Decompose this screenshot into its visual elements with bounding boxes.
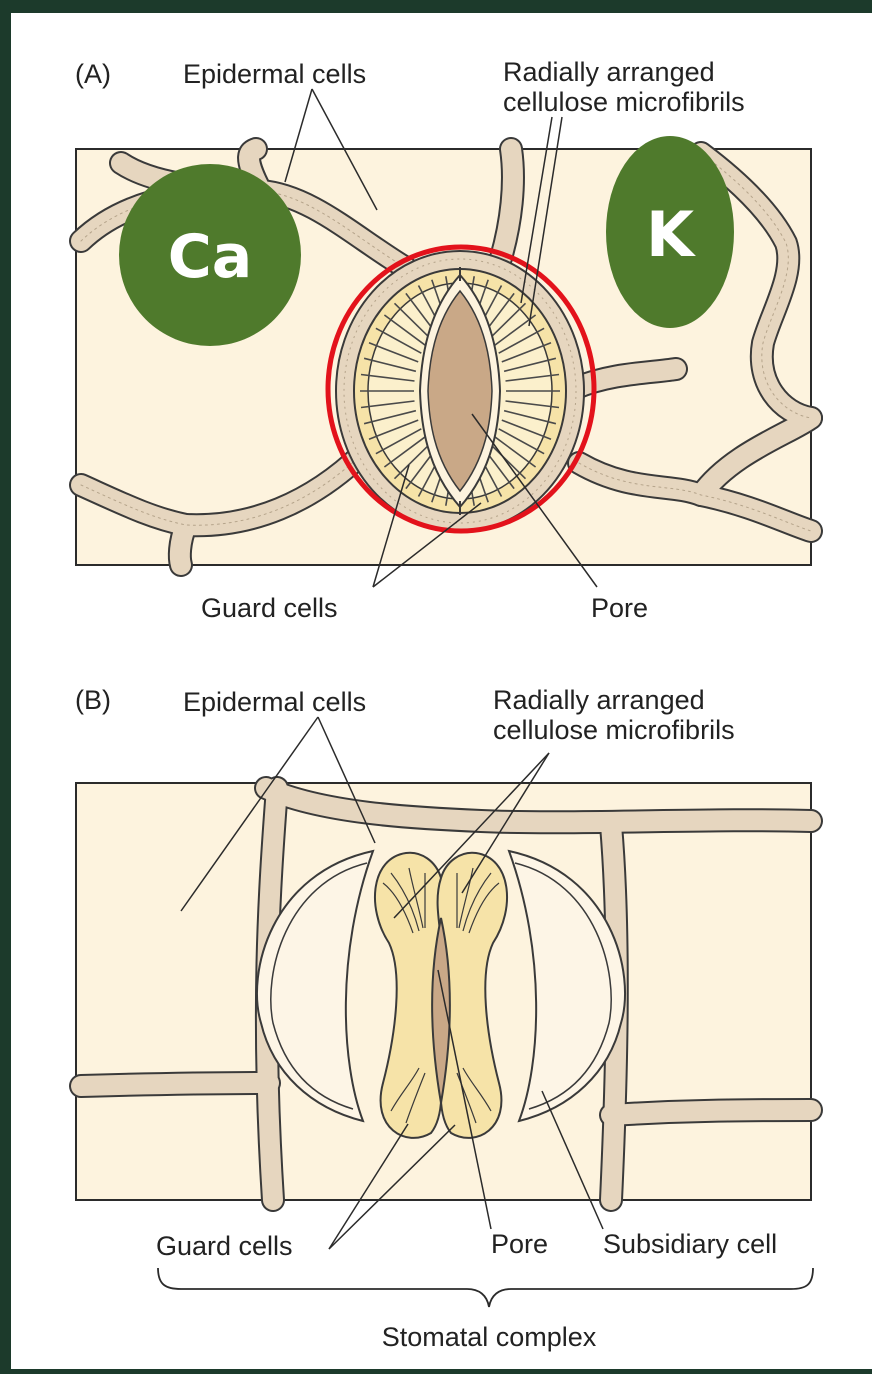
panel-b-pore-label: Pore [491, 1229, 548, 1259]
panel-b-guard-label: Guard cells [156, 1231, 293, 1261]
panel-b-tag: (B) [75, 685, 111, 715]
panel-a-tag: (A) [75, 59, 111, 89]
panel-a-pore-label: Pore [591, 593, 648, 623]
panel-b-microfibril-label-2: cellulose microfibrils [493, 715, 735, 745]
potassium-badge-text: K [646, 198, 696, 271]
panel-b-subsidiary-label: Subsidiary cell [603, 1229, 777, 1259]
panel-a-microfibril-label-1: Radially arranged [503, 57, 715, 87]
panel-a: (A) Epidermal cells Radially arranged ce… [75, 57, 811, 623]
potassium-badge: K [606, 136, 734, 328]
stomatal-complex-brace [158, 1268, 813, 1307]
panel-a-epidermal-label: Epidermal cells [183, 59, 366, 89]
calcium-badge-text: Ca [168, 222, 253, 292]
stomata-diagram: (A) Epidermal cells Radially arranged ce… [11, 13, 872, 1369]
panel-b: (B) Epidermal cells Radially arranged ce… [75, 685, 813, 1352]
calcium-badge: Ca [119, 164, 301, 346]
panel-a-guard-label: Guard cells [201, 593, 338, 623]
panel-a-stoma [336, 251, 584, 531]
figure-canvas: (A) Epidermal cells Radially arranged ce… [11, 13, 872, 1369]
stomatal-complex-label: Stomatal complex [382, 1322, 597, 1352]
panel-b-microfibril-label-1: Radially arranged [493, 685, 705, 715]
panel-b-epidermal-label: Epidermal cells [183, 687, 366, 717]
panel-a-microfibril-label-2: cellulose microfibrils [503, 87, 745, 117]
